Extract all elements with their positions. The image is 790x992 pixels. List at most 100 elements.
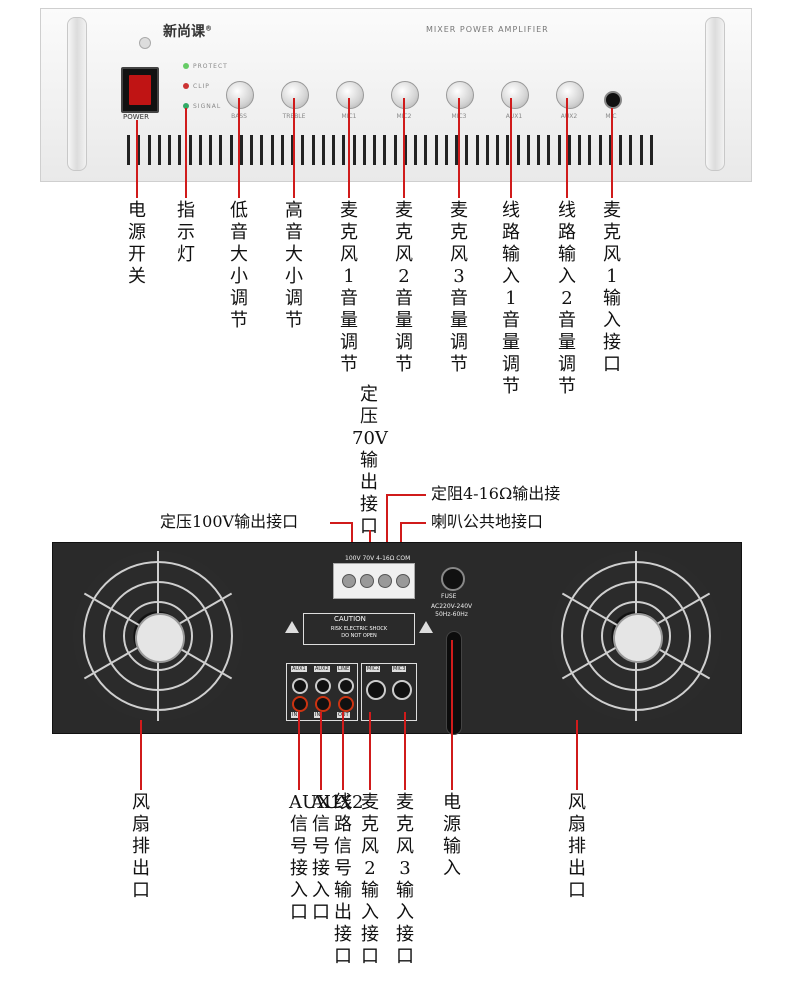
fuse-label: FUSE bbox=[441, 593, 457, 600]
vent-slot bbox=[537, 135, 540, 165]
vent-slot bbox=[516, 135, 520, 165]
aux2-rca-right[interactable] bbox=[315, 696, 331, 712]
signal-label: SIGNAL bbox=[193, 103, 222, 110]
aux1-knob-label: AUX1 bbox=[505, 113, 523, 120]
aux2-knob-label: AUX2 bbox=[560, 113, 578, 120]
vent-slot bbox=[475, 135, 479, 165]
terminal-70v[interactable] bbox=[360, 574, 374, 588]
line-out-rca-right[interactable] bbox=[338, 696, 354, 712]
terminal-100v[interactable] bbox=[342, 574, 356, 588]
terminal-labels: 100V 70V 4-16Ω COM bbox=[345, 555, 411, 562]
terminal-ohm[interactable] bbox=[378, 574, 392, 588]
mic-io-group: MIC2 MIC3 bbox=[361, 663, 417, 721]
watermark bbox=[146, 418, 201, 515]
callout-70v: 定压 70V 输出 接口 bbox=[352, 384, 388, 537]
leader-line bbox=[342, 712, 344, 790]
vent-slot bbox=[629, 135, 633, 165]
callout-mic3-volume: 麦克风3音量调节 bbox=[450, 200, 468, 375]
fan-left bbox=[73, 551, 243, 721]
leader-line bbox=[351, 522, 353, 550]
aux2-rca-left[interactable] bbox=[315, 678, 331, 694]
vent-slot bbox=[280, 135, 284, 165]
callout-fan-exhaust-right: 风扇排出口 bbox=[568, 792, 586, 901]
callout-100v: 定压100V输出接口 bbox=[160, 512, 299, 531]
vent-slot bbox=[619, 135, 622, 165]
leader-line bbox=[238, 98, 240, 198]
callout-bass: 低音大小调节 bbox=[230, 200, 248, 331]
callout-power-switch: 电源开关 bbox=[128, 200, 146, 287]
vent-slot bbox=[342, 135, 346, 165]
vent-slot bbox=[311, 135, 315, 165]
mic-input-jack[interactable] bbox=[604, 91, 622, 109]
vent-slot bbox=[455, 135, 458, 165]
callout-mic1-volume: 麦克风1音量调节 bbox=[340, 200, 358, 375]
power-switch[interactable] bbox=[121, 67, 159, 113]
vent-slot bbox=[557, 135, 561, 165]
leader-line bbox=[293, 98, 295, 198]
vent-slot bbox=[393, 135, 397, 165]
vent-slot bbox=[578, 135, 581, 165]
aux1-knob[interactable] bbox=[501, 81, 529, 109]
leader-line bbox=[386, 494, 388, 550]
vent-slot bbox=[321, 135, 325, 165]
vent-slot bbox=[567, 135, 571, 165]
bass-knob[interactable] bbox=[226, 81, 254, 109]
leader-line bbox=[185, 108, 187, 198]
vent-slot bbox=[465, 135, 469, 165]
vent-slot bbox=[383, 135, 387, 165]
leader-line bbox=[320, 712, 322, 790]
vent-slot bbox=[639, 135, 643, 165]
fan-right bbox=[551, 551, 721, 721]
treble-knob[interactable] bbox=[281, 81, 309, 109]
right-handle bbox=[705, 17, 725, 171]
mic3-jack[interactable] bbox=[392, 680, 412, 700]
leader-line bbox=[330, 522, 352, 524]
vent-slot bbox=[403, 135, 407, 165]
vent-slot bbox=[485, 135, 489, 165]
mic3-knob[interactable] bbox=[446, 81, 474, 109]
leader-line bbox=[369, 712, 371, 790]
leader-line bbox=[403, 98, 405, 198]
vent-slot bbox=[250, 135, 253, 165]
leader-line bbox=[400, 522, 402, 550]
callout-line1-volume: 线路输入1音量调节 bbox=[502, 200, 520, 397]
mic1-knob[interactable] bbox=[336, 81, 364, 109]
line-out-rca-left[interactable] bbox=[338, 678, 354, 694]
power-rocker[interactable] bbox=[129, 75, 151, 105]
mic-jack-label: MIC bbox=[591, 113, 631, 120]
aux1-rca-right[interactable] bbox=[292, 696, 308, 712]
vent-slot bbox=[362, 135, 366, 165]
vent-slot bbox=[547, 135, 551, 165]
vent-slot bbox=[229, 135, 233, 165]
leader-line bbox=[298, 712, 300, 790]
vent-slot bbox=[291, 135, 294, 165]
vent-slot bbox=[168, 135, 171, 165]
leader-line bbox=[611, 108, 613, 198]
vent-slot bbox=[414, 135, 417, 165]
power-label: POWER bbox=[123, 113, 149, 121]
vent-slot bbox=[198, 135, 202, 165]
protect-label: PROTECT bbox=[193, 63, 228, 70]
callout-treble: 高音大小调节 bbox=[285, 200, 303, 331]
vent-slot bbox=[373, 135, 376, 165]
vent-slot bbox=[147, 135, 151, 165]
mic2-jack[interactable] bbox=[366, 680, 386, 700]
callout-line2-volume: 线路输入2音量调节 bbox=[558, 200, 576, 397]
speaker-terminal-block bbox=[333, 563, 415, 599]
aux1-rca-left[interactable] bbox=[292, 678, 308, 694]
vent-slot bbox=[588, 135, 592, 165]
vent-slot bbox=[260, 135, 264, 165]
mic2-knob[interactable] bbox=[391, 81, 419, 109]
leader-line bbox=[400, 522, 426, 524]
leader-line bbox=[458, 98, 460, 198]
fuse-holder[interactable] bbox=[441, 567, 465, 591]
aux2-knob[interactable] bbox=[556, 81, 584, 109]
leader-line bbox=[140, 720, 142, 790]
terminal-com[interactable] bbox=[396, 574, 410, 588]
callout-aux1-input: AUX1信号接入口 bbox=[289, 792, 342, 923]
callout-mic3-input: 麦克风3输入接口 bbox=[396, 792, 414, 967]
vent-slot bbox=[598, 135, 602, 165]
clip-label: CLIP bbox=[193, 83, 210, 90]
